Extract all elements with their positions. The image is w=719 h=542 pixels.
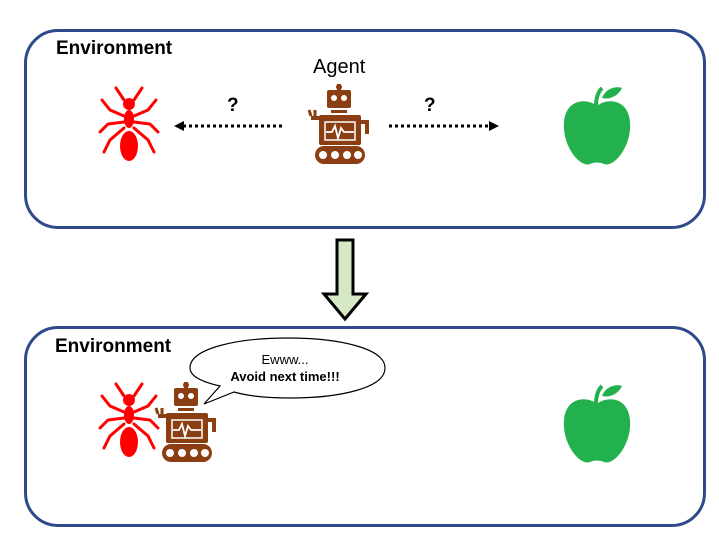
dotted-arrow-right-icon: [389, 121, 499, 131]
question-mark-right: ?: [424, 95, 436, 116]
ant-icon: [98, 382, 160, 457]
robot-icon: [307, 84, 369, 164]
dotted-arrow-left-icon: [174, 121, 282, 131]
agent-label: Agent: [313, 56, 366, 78]
apple-icon: [563, 86, 631, 165]
question-mark-left: ?: [227, 95, 239, 116]
apple-icon: [563, 384, 631, 463]
down-arrow-icon: [321, 238, 369, 322]
environment-label-bottom: Environment: [55, 336, 172, 357]
speech-bubble: [189, 337, 386, 405]
ant-icon: [98, 86, 160, 161]
robot-icon: [154, 382, 216, 462]
speech-text-line1: Ewww...: [261, 352, 309, 367]
environment-label-top: Environment: [56, 38, 173, 59]
speech-text-line2: Avoid next time!!!: [230, 369, 340, 384]
